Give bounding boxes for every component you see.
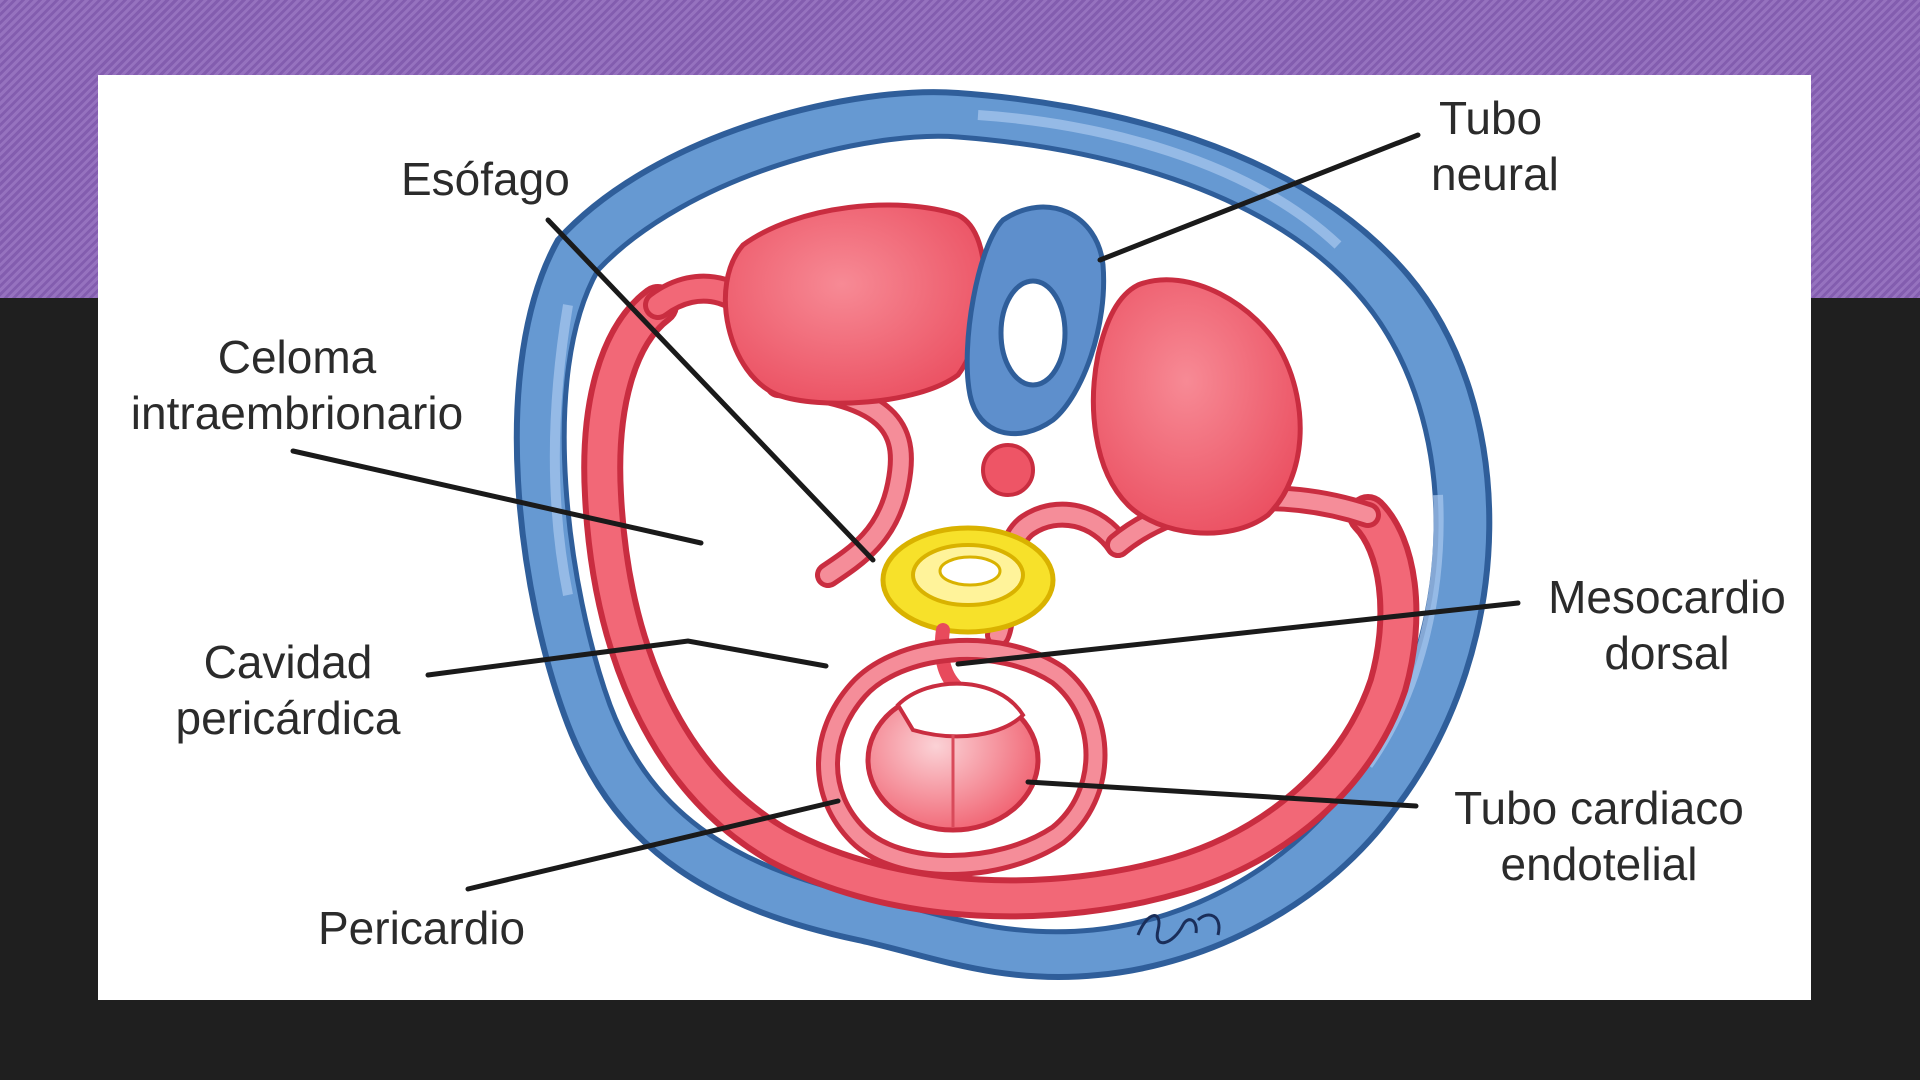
label-esofago: Esófago [401,153,570,205]
leader-cavidad [425,638,829,678]
endothelial-heart-tube [865,681,1041,833]
neural-tube [964,204,1107,437]
leader-lines [290,132,1521,892]
label-pericardio: Pericardio [318,902,526,954]
leader-tubo-neural [1097,132,1421,263]
embryo-cross-section-diagram [290,89,1521,980]
label-cavidad-pericardica: Cavidad pericárdica [175,636,401,744]
foregut-esophagus [880,525,1056,635]
right-somite [1090,277,1303,536]
label-tubo-neural: Tubo neural [1431,92,1559,200]
left-somite [722,202,987,406]
leader-mesocardio [955,600,1521,667]
leader-tubo-cardiaco [1025,779,1419,809]
diagram-panel: Esófago Tubo neural Celoma intraembriona… [98,75,1811,1000]
leader-celoma [290,448,704,546]
notochord [981,443,1035,497]
leader-pericardio [465,798,841,892]
artist-signature-icon [1136,913,1221,944]
label-mesocardio-dorsal: Mesocardio dorsal [1548,571,1786,679]
label-celoma-intraembrionario: Celoma intraembrionario [130,331,464,439]
leader-esofago [545,217,876,563]
label-tubo-cardiaco-endotelial: Tubo cardiaco endotelial [1454,782,1744,890]
